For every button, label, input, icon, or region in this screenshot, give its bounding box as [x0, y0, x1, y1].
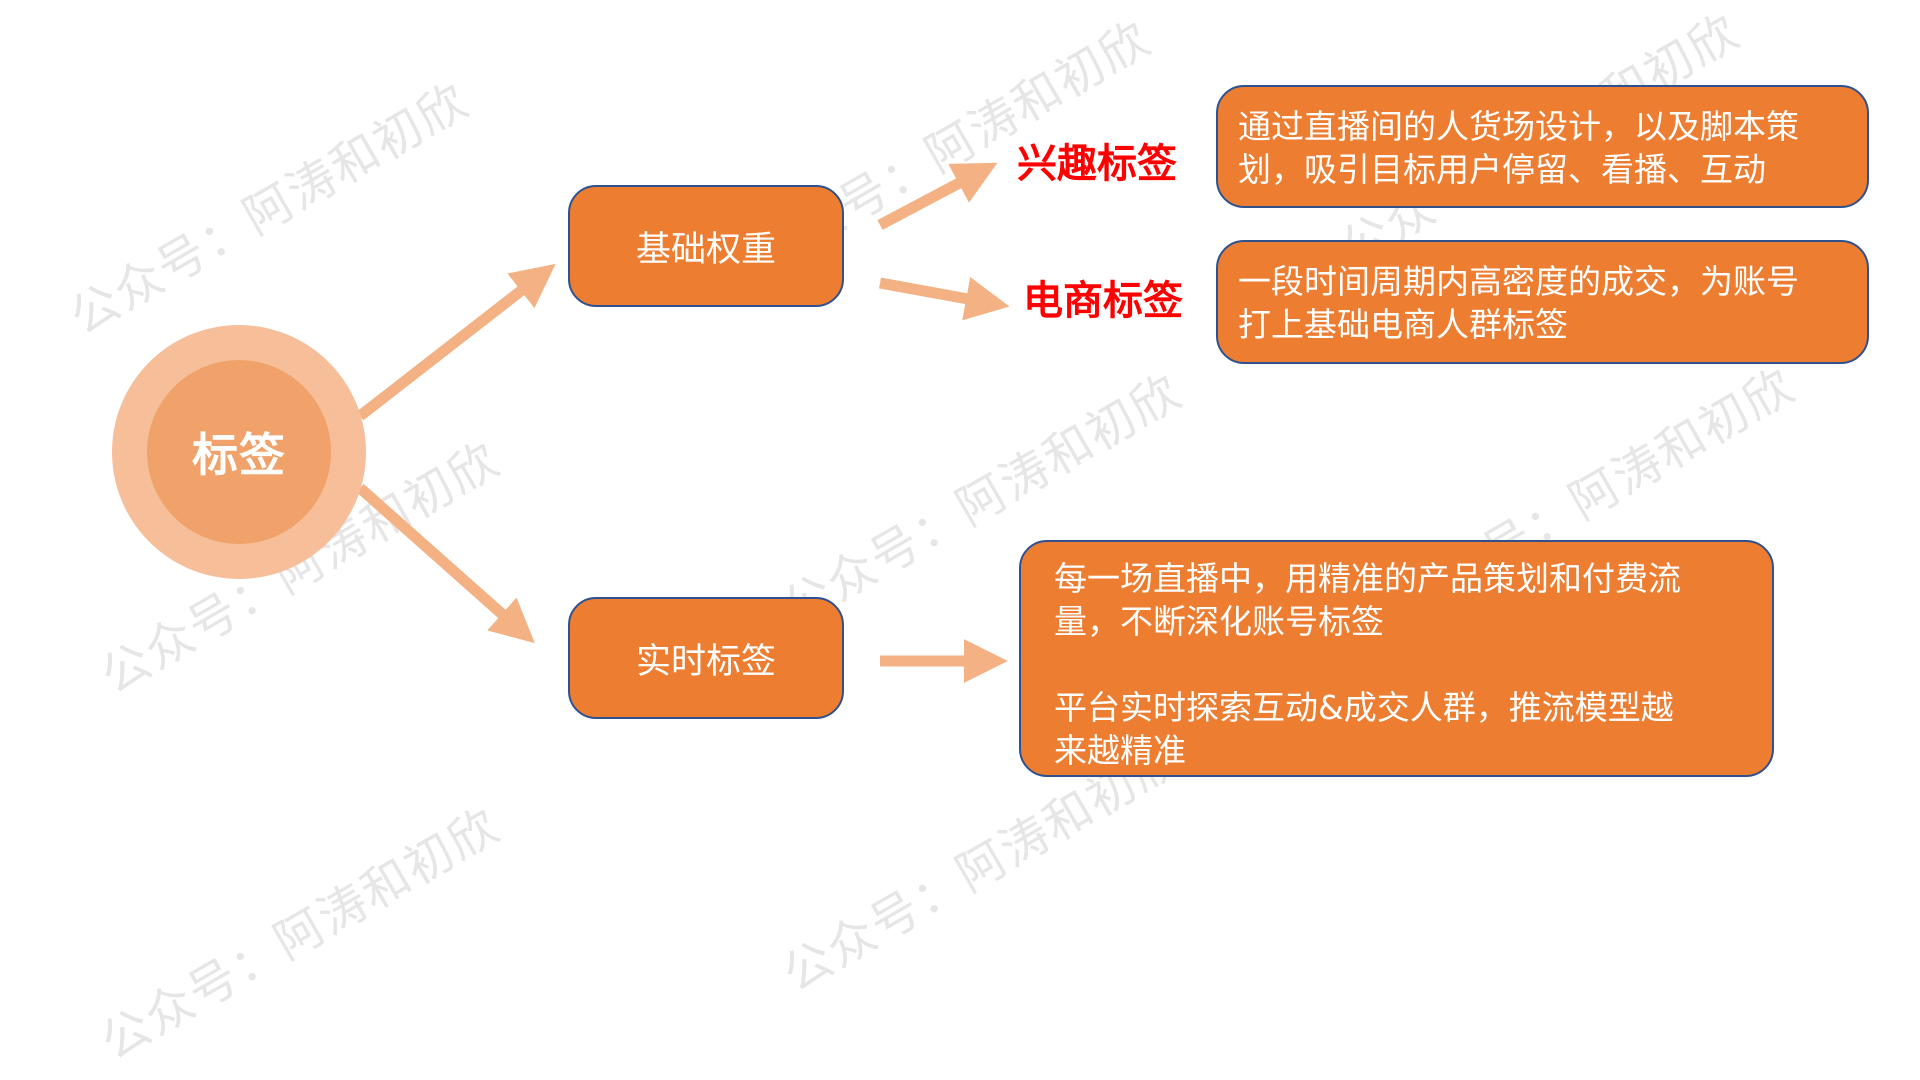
- realtime-tag-description: 每一场直播中，用精准的产品策划和付费流 量，不断深化账号标签 平台实时探索互动&…: [1019, 540, 1774, 777]
- description-line: 来越精准: [1054, 731, 1186, 770]
- branch-base-weight: 基础权重: [568, 185, 844, 307]
- description-line: 打上基础电商人群标签: [1238, 305, 1568, 344]
- description-line: 量，不断深化账号标签: [1054, 602, 1384, 641]
- description-line: 划，吸引目标用户停留、看播、互动: [1238, 150, 1766, 189]
- description-line: 一段时间周期内高密度的成交，为账号: [1238, 262, 1799, 301]
- arrow-to-realtime: [356, 483, 535, 644]
- center-node: 标签: [147, 360, 331, 544]
- description-line: 通过直播间的人货场设计，以及脚本策: [1238, 107, 1799, 146]
- arrow-to-ecommerce: [879, 277, 1010, 321]
- branch-realtime-tag-label: 实时标签: [635, 641, 776, 682]
- center-node-label: 标签: [192, 428, 286, 482]
- arrow-to-interest: [877, 162, 998, 230]
- ecommerce-tag-description: 一段时间周期内高密度的成交，为账号 打上基础电商人群标签: [1216, 240, 1869, 364]
- interest-tag-label: 兴趣标签: [1017, 141, 1177, 187]
- branch-base-weight-label: 基础权重: [635, 229, 776, 270]
- arrow-to-base-weight: [356, 263, 556, 421]
- description-line: 每一场直播中，用精准的产品策划和付费流: [1054, 559, 1681, 598]
- interest-tag-description: 通过直播间的人货场设计，以及脚本策 划，吸引目标用户停留、看播、互动: [1216, 85, 1869, 208]
- ecommerce-tag-label: 电商标签: [1023, 278, 1183, 324]
- description-line: 平台实时探索互动&成交人群，推流模型越: [1054, 688, 1674, 727]
- branch-realtime-tag: 实时标签: [568, 597, 844, 719]
- paragraph-gap: [1054, 643, 1752, 686]
